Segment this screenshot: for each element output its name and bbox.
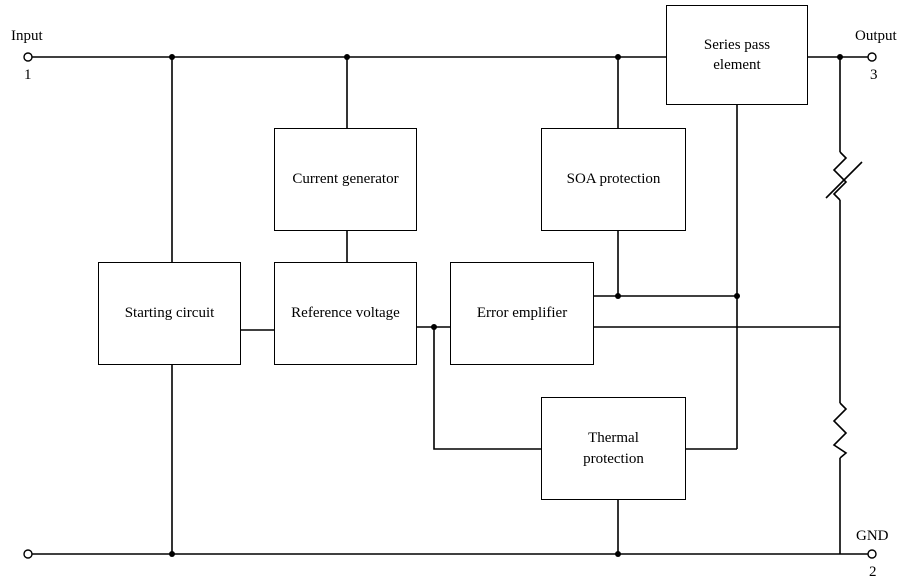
junction-dot — [615, 54, 621, 60]
gnd-terminal-icon — [867, 549, 877, 559]
thermal-protection-line1: Thermal — [588, 430, 639, 447]
current-generator-label: Current generator — [292, 171, 399, 188]
output-label: Output — [855, 28, 897, 44]
junction-dot — [169, 551, 175, 557]
input-label: Input — [11, 28, 43, 44]
soa-protection-label: SOA protection — [566, 171, 661, 188]
variable-resistor — [832, 151, 848, 201]
junction-dot — [615, 293, 621, 299]
junction-dot — [837, 54, 843, 60]
current-generator-block: Current generator — [274, 128, 417, 231]
series-pass-line1: Series pass — [703, 36, 771, 53]
thermal-protection-line2: protection — [583, 450, 644, 467]
starting-circuit-label: Starting circuit — [124, 305, 215, 322]
series-pass-element-block: Series pass element — [666, 5, 808, 105]
fixed-resistor — [832, 402, 848, 459]
junction-dot — [431, 324, 437, 330]
output-pin-number: 3 — [870, 67, 878, 83]
error-amplifier-label: Error emplifier — [476, 305, 568, 322]
gnd-label: GND — [856, 528, 889, 544]
junction-dot — [615, 551, 621, 557]
reference-voltage-label: Reference voltage — [291, 305, 400, 322]
ground-left-terminal-icon — [23, 549, 33, 559]
series-pass-line2: element — [713, 57, 761, 73]
junction-dot — [344, 54, 350, 60]
reference-voltage-block: Reference voltage — [274, 262, 417, 365]
starting-circuit-block: Starting circuit — [98, 262, 241, 365]
gnd-pin-number: 2 — [869, 564, 877, 580]
input-terminal-icon — [23, 52, 33, 62]
soa-protection-block: SOA protection — [541, 128, 686, 231]
thermal-protection-block: Thermal protection — [541, 397, 686, 500]
junction-dot — [734, 293, 740, 299]
error-amplifier-block: Error emplifier — [450, 262, 594, 365]
wire-ref-to-thermal — [433, 327, 541, 450]
input-pin-number: 1 — [24, 67, 32, 83]
junction-dot — [169, 54, 175, 60]
output-terminal-icon — [867, 52, 877, 62]
variable-resistor-arrow — [825, 161, 863, 199]
